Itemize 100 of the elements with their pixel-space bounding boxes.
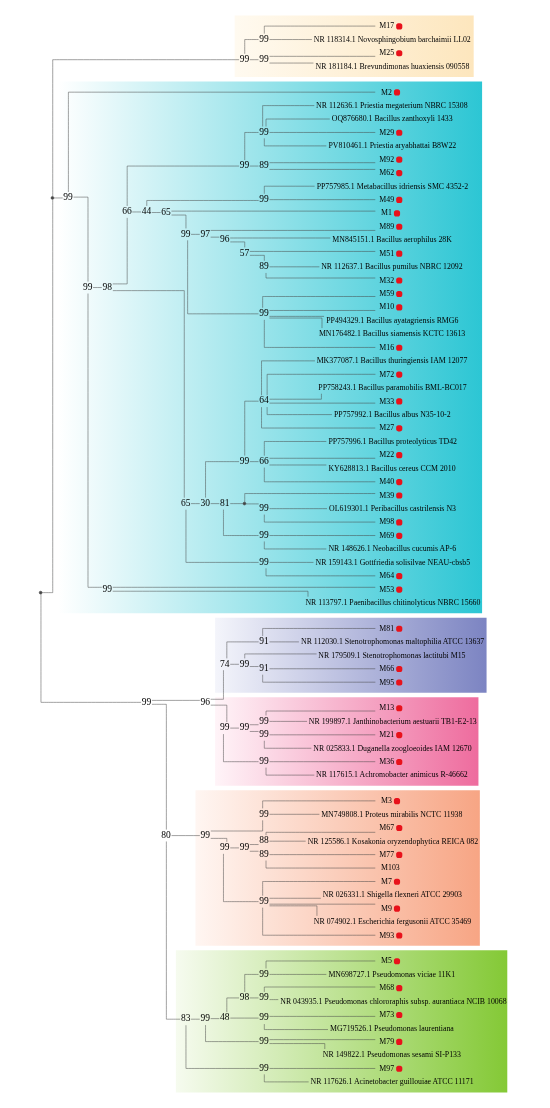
node-label: M68 — [378, 983, 394, 993]
node-text: NR 113797.1 Paenibacillus chitinolyticus NBRC 15660 — [304, 598, 480, 608]
connector — [41, 199, 53, 593]
node-circle — [395, 223, 402, 230]
node-label: M9 — [380, 903, 392, 913]
node-text: NR 025833.1 Duganella zoogloeoides IAM 12670 — [312, 743, 472, 753]
node-circle — [395, 1065, 402, 1072]
node-circle — [395, 50, 402, 57]
node-label: M33 — [378, 396, 394, 406]
connector — [268, 1068, 375, 1069]
node-label: M79 — [378, 1036, 394, 1046]
node-text: 99 — [239, 658, 249, 669]
node-text: 65 — [160, 207, 171, 218]
node-text: MN698727.1 Pseudomonas viciae 11K1 — [327, 969, 455, 979]
node-label: M81 — [378, 623, 394, 633]
connector — [268, 393, 322, 400]
cluster — [234, 15, 474, 78]
node-text: 99 — [258, 968, 269, 979]
node-text: KY628813.1 Bacillus cereus CCM 2010 — [327, 463, 456, 473]
node-circle — [395, 277, 402, 284]
node-text: 99 — [200, 1013, 210, 1024]
node-text: 64 — [258, 395, 269, 406]
node-label: M29 — [378, 127, 394, 137]
connector — [268, 1016, 375, 1017]
node-text: NR 159143.1 Gottfriedia solisilvae NEAU-cbsb5 — [315, 557, 470, 567]
node-text: 99 — [258, 1035, 269, 1046]
node-circle — [395, 425, 402, 432]
node-text: 99 — [239, 53, 249, 64]
node-text: OL619301.1 Peribacillus castrilensis N3 — [328, 504, 456, 514]
connector — [260, 360, 315, 396]
node-text: 99 — [258, 1062, 269, 1073]
node-text: 99 — [258, 193, 269, 204]
connector — [268, 1039, 375, 1040]
node-circle — [393, 878, 400, 885]
node-circle — [395, 573, 402, 580]
node-circle — [393, 905, 400, 912]
node-text: 99 — [258, 808, 269, 819]
connector — [111, 591, 308, 597]
node-circle — [395, 679, 402, 686]
connector — [268, 535, 375, 536]
node-text: 91 — [258, 636, 269, 647]
node-text: 48 — [219, 1012, 230, 1023]
node-label: M10 — [378, 302, 394, 312]
node-text: 99 — [258, 126, 269, 137]
node-text: MN749808.1 Proteus mirabilis NCTC 11938 — [320, 809, 462, 819]
cluster — [214, 617, 487, 693]
connector — [263, 467, 376, 483]
node-circle — [395, 851, 402, 858]
node-circle — [395, 665, 402, 673]
node-text: 99 — [258, 502, 269, 513]
node-circle — [395, 932, 402, 939]
node-label: M21 — [378, 730, 394, 740]
node-text: 83 — [180, 1013, 190, 1024]
connector — [268, 316, 324, 317]
node-circle — [395, 705, 402, 712]
node-label: M32 — [378, 275, 394, 285]
connector — [263, 1023, 328, 1030]
node-text: 66 — [258, 455, 269, 466]
connector — [263, 319, 376, 348]
node-circle — [395, 479, 402, 486]
node-text: NR 179509.1 Stenotrophomonas lactitubi M15 — [317, 650, 466, 660]
node-label: M69 — [378, 530, 394, 540]
connector — [268, 562, 314, 563]
node-text: PP494329.1 Bacillus ayatagriensis RMG6 — [325, 315, 458, 325]
node-text: NR 118314.1 Novosphingobium barchaimii LL02 — [313, 34, 471, 44]
connector — [40, 593, 141, 703]
node-label: M77 — [378, 849, 394, 859]
node-circle — [395, 519, 402, 526]
node-label: M49 — [378, 194, 394, 204]
node-text: NR 026331.1 Shigella flexneri ATCC 29903 — [322, 890, 462, 900]
node-circle — [395, 1038, 402, 1045]
node-text: NR 199897.1 Janthinobacterium aestuarii TB1-E2-13 — [308, 716, 477, 726]
node-text: 99 — [180, 228, 190, 239]
node-circle — [395, 586, 402, 593]
node-label: M22 — [378, 450, 394, 460]
cluster — [194, 790, 480, 946]
node-text: NR 149822.1 Pseudomonas sesami SI-P133 — [322, 1050, 461, 1060]
node-text: NR 112637.1 Bacillus pumilus NBRC 12092 — [320, 262, 463, 272]
connector — [268, 132, 375, 133]
node-text: 99 — [258, 1012, 269, 1023]
node-label: M7 — [380, 876, 392, 886]
node-text: MN845151.1 Bacillus aerophilus 28K — [331, 235, 452, 245]
node-label: M39 — [378, 490, 394, 500]
node-text: 44 — [141, 206, 151, 217]
node-label: M1 — [380, 208, 392, 218]
node-text: PP757992.1 Bacillus albus N35-10-2 — [333, 409, 451, 419]
node-circle — [395, 169, 402, 177]
node-point — [242, 501, 246, 506]
node-label: M73 — [378, 1010, 394, 1020]
node-text: PP758243.1 Bacillus paramobilis BML-BC017 — [317, 383, 467, 393]
connector — [245, 503, 259, 505]
connector — [268, 1043, 325, 1050]
connector — [204, 461, 239, 498]
node-label: M53 — [378, 584, 394, 594]
node-label: M3 — [380, 796, 392, 806]
connector — [268, 199, 375, 200]
node-text: NR 181184.1 Brevundimonas huaxiensis 090558 — [315, 61, 469, 71]
node-text: 89 — [258, 261, 269, 272]
connector — [222, 509, 259, 536]
node-label: M5 — [380, 956, 392, 966]
